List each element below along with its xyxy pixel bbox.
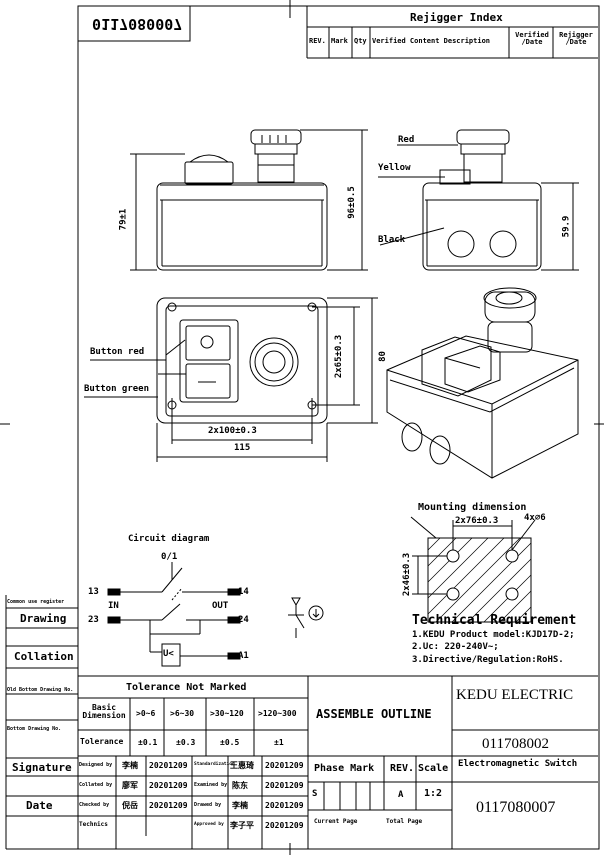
mounting-pattern [427,537,532,623]
sig-role2: Approved by [194,822,224,827]
total-page: Total Page [386,818,423,825]
sig-date2: 20201209 [265,781,304,790]
label-button-red: Button red [90,347,145,357]
col-verified: Verified /Date [515,31,549,46]
sig-date: 20201209 [149,761,188,770]
dim-height-left: 79±1 [118,208,129,231]
left-date: Date [26,799,53,812]
sig-name2: 陈东 [232,781,248,790]
sig-role2: Examined by [194,782,228,788]
part-name: Electromagnetic Switch [458,759,578,769]
col-qty: Qty [354,37,367,45]
sig-name2: 王惠琦 [230,761,254,770]
range-3: >30~120 [210,709,244,718]
col-description: Verified Content Description [372,37,491,45]
label-button-green: Button green [84,384,150,394]
rev-label: REV. [390,763,415,774]
scale-label: Scale [418,763,449,774]
sig-date2: 20201209 [265,761,304,770]
sig-role2: Drawed by [194,802,222,808]
tech-line-1: 1.KEDU Product model:KJD17D-2; [412,630,575,640]
terminal-in: IN [108,601,119,611]
scale-value: 1:2 [424,788,443,799]
tol-3: ±0.5 [220,738,240,747]
terminal-13: 13 [88,587,99,597]
sig-name2: 李子平 [230,821,254,830]
dim-2x65: 2x65±0.3 [334,334,345,379]
tech-line-3: 3.Directive/Regulation:RoHS. [412,655,564,665]
circuit-diagram [107,562,324,667]
assemble-outline: ASSEMBLE OUTLINE [316,707,432,721]
old-bottom-drawing: Old Bottom Drawing No. [7,687,74,693]
range-2: >6~30 [170,709,195,718]
left-signature: Signature [12,761,72,774]
sig-date2: 20201209 [265,821,304,830]
terminal-23: 23 [88,615,99,625]
circuit-title: Circuit diagram [128,534,210,544]
side-view-box [422,129,542,271]
range-1: >0~6 [136,709,156,718]
sig-name: 倪岳 [122,801,138,810]
sig-role2: Standardization [194,762,235,767]
switch-label: 0/1 [161,552,178,562]
sig-role: Technics [79,821,108,828]
terminal-out: OUT [212,601,229,611]
col-rev: REV. [309,37,326,45]
sig-role: Collated by [79,782,113,788]
col-mark: Mark [331,37,348,45]
top-view-box [156,297,328,424]
sig-role: Designed by [79,762,113,768]
basic-dimension: Basic Dimension [82,703,126,720]
part-number: 011708002 [482,736,549,752]
isometric-view [386,287,579,479]
dim-80: 80 [377,351,388,362]
mounting-title: Mounting dimension [418,502,527,513]
terminal-a1: A1 [238,651,249,661]
dim-2x76: 2x76±0.3 [455,516,499,526]
coil-label: U< [163,649,174,659]
sig-name2: 李楠 [232,801,248,810]
sig-date: 20201209 [149,801,188,810]
left-collation: Collation [14,650,74,663]
sig-date2: 20201209 [265,801,304,810]
mirrored-doc-number: 0117080007 [92,15,183,33]
tolerance-title: Tolerance Not Marked [126,682,247,693]
phase-mark: Phase Mark [314,763,375,774]
tol-4: ±1 [274,738,284,747]
front-view-box [156,129,328,271]
label-black: Black [378,235,406,245]
phase-value: S [312,789,318,799]
bottom-drawing: Bottom Drawing No. [7,726,62,732]
left-drawing: Drawing [20,612,67,625]
rejigger-index-title: Rejigger Index [410,11,503,24]
sig-role: Checked by [79,802,110,808]
label-yellow: Yellow [378,163,411,173]
common-use-register: Common use register [7,599,65,605]
dim-2x46: 2x46±0.3 [402,552,413,597]
tol-2: ±0.3 [176,738,196,747]
drawing-number: 0117080007 [476,799,556,816]
dim-right: 59.9 [561,215,572,238]
rev-value: A [398,790,404,800]
tech-line-2: 2.Uc: 220-240V~; [412,642,499,652]
dim-height-mid: 96±0.5 [346,186,357,219]
company-name: KEDU ELECTRIC [456,687,574,703]
col-rejigger: Rejigger /Date [559,31,593,46]
tolerance-label: Tolerance [80,737,124,746]
dim-holes: 4x∅6 [524,513,546,523]
label-red: Red [398,135,415,145]
terminal-24: 24 [238,615,249,625]
dim-115: 115 [234,443,251,453]
terminal-14: 14 [238,587,249,597]
current-page: Current Page [314,818,358,825]
dim-2x100: 2x100±0.3 [208,426,257,436]
tol-1: ±0.1 [138,738,158,747]
tech-title: Technical Requirement [412,613,577,628]
sig-name: 廖军 [122,781,138,790]
sig-date: 20201209 [149,781,188,790]
sig-name: 李楠 [122,761,138,770]
range-4: >120~300 [258,709,297,718]
